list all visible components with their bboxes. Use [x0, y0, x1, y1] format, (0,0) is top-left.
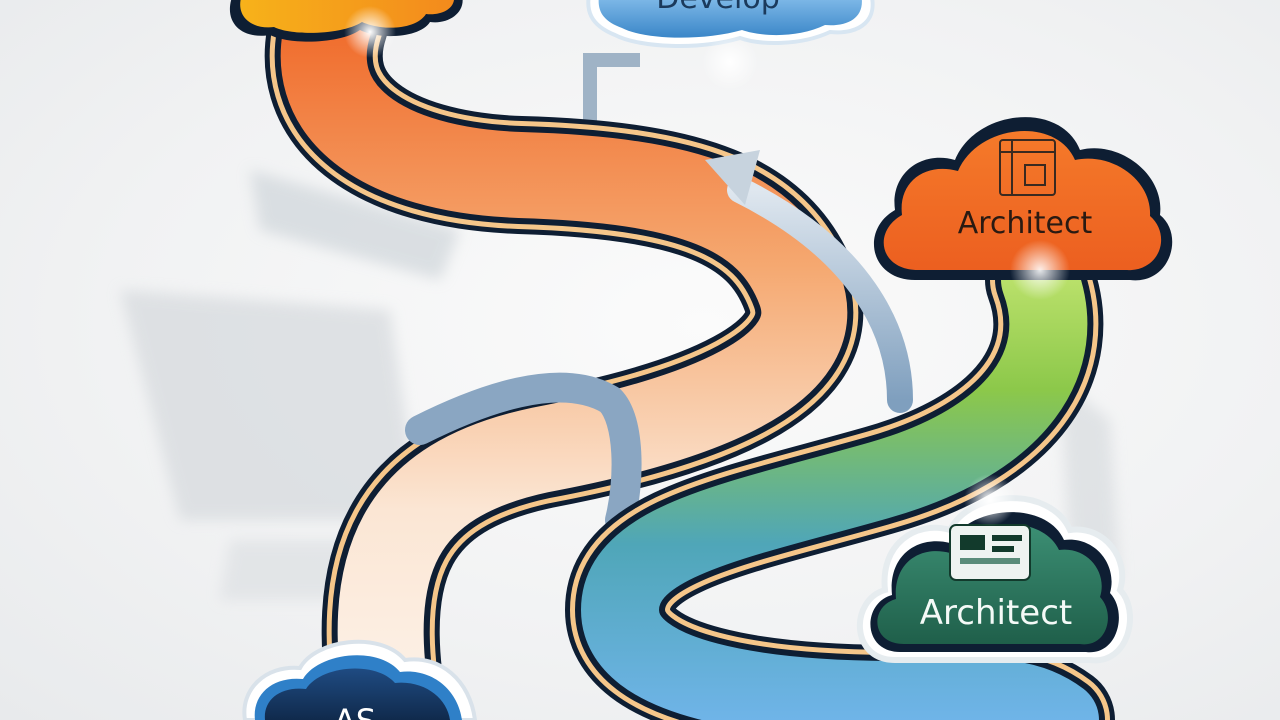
cloud-architect-green: Architect — [857, 495, 1133, 664]
path-green — [564, 225, 1115, 720]
connector-arrow-middle — [405, 150, 913, 535]
cloud-yellow — [230, 0, 463, 42]
path-orange — [264, 0, 864, 720]
cloud-architect-orange-label: Architect — [958, 206, 1093, 241]
cloud-develop-label: Develop — [656, 0, 780, 16]
cloud-architect-orange: Architect — [873, 117, 1173, 300]
cloud-bottom: AS — [242, 639, 478, 720]
cloud-bottom-label: AS — [334, 702, 376, 720]
dashboard-icon — [949, 524, 1031, 581]
glow-highlights — [344, 6, 1016, 526]
blueprint-icon — [999, 139, 1056, 196]
connector-arrow-top — [583, 53, 640, 130]
cloud-architect-green-label: Architect — [920, 593, 1072, 633]
